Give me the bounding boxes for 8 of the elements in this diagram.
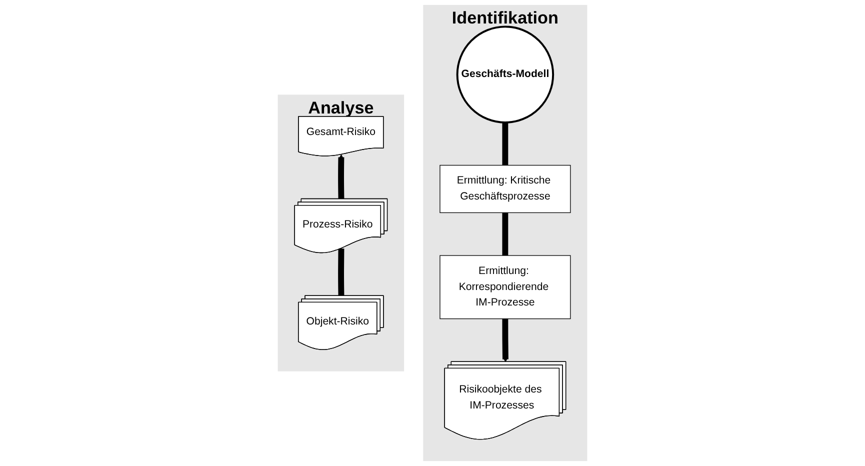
connector xyxy=(502,122,508,166)
arrow xyxy=(338,154,344,200)
node-circle: Geschäfts-Modell xyxy=(456,26,554,124)
arrow xyxy=(502,318,508,362)
connector xyxy=(338,248,344,296)
node-box: Ermittlung: Kritische Geschäftsprozesse xyxy=(440,164,571,214)
node-box: Ermittlung: Korrespondierende IM-Prozesse xyxy=(440,255,571,320)
connector xyxy=(502,212,508,256)
